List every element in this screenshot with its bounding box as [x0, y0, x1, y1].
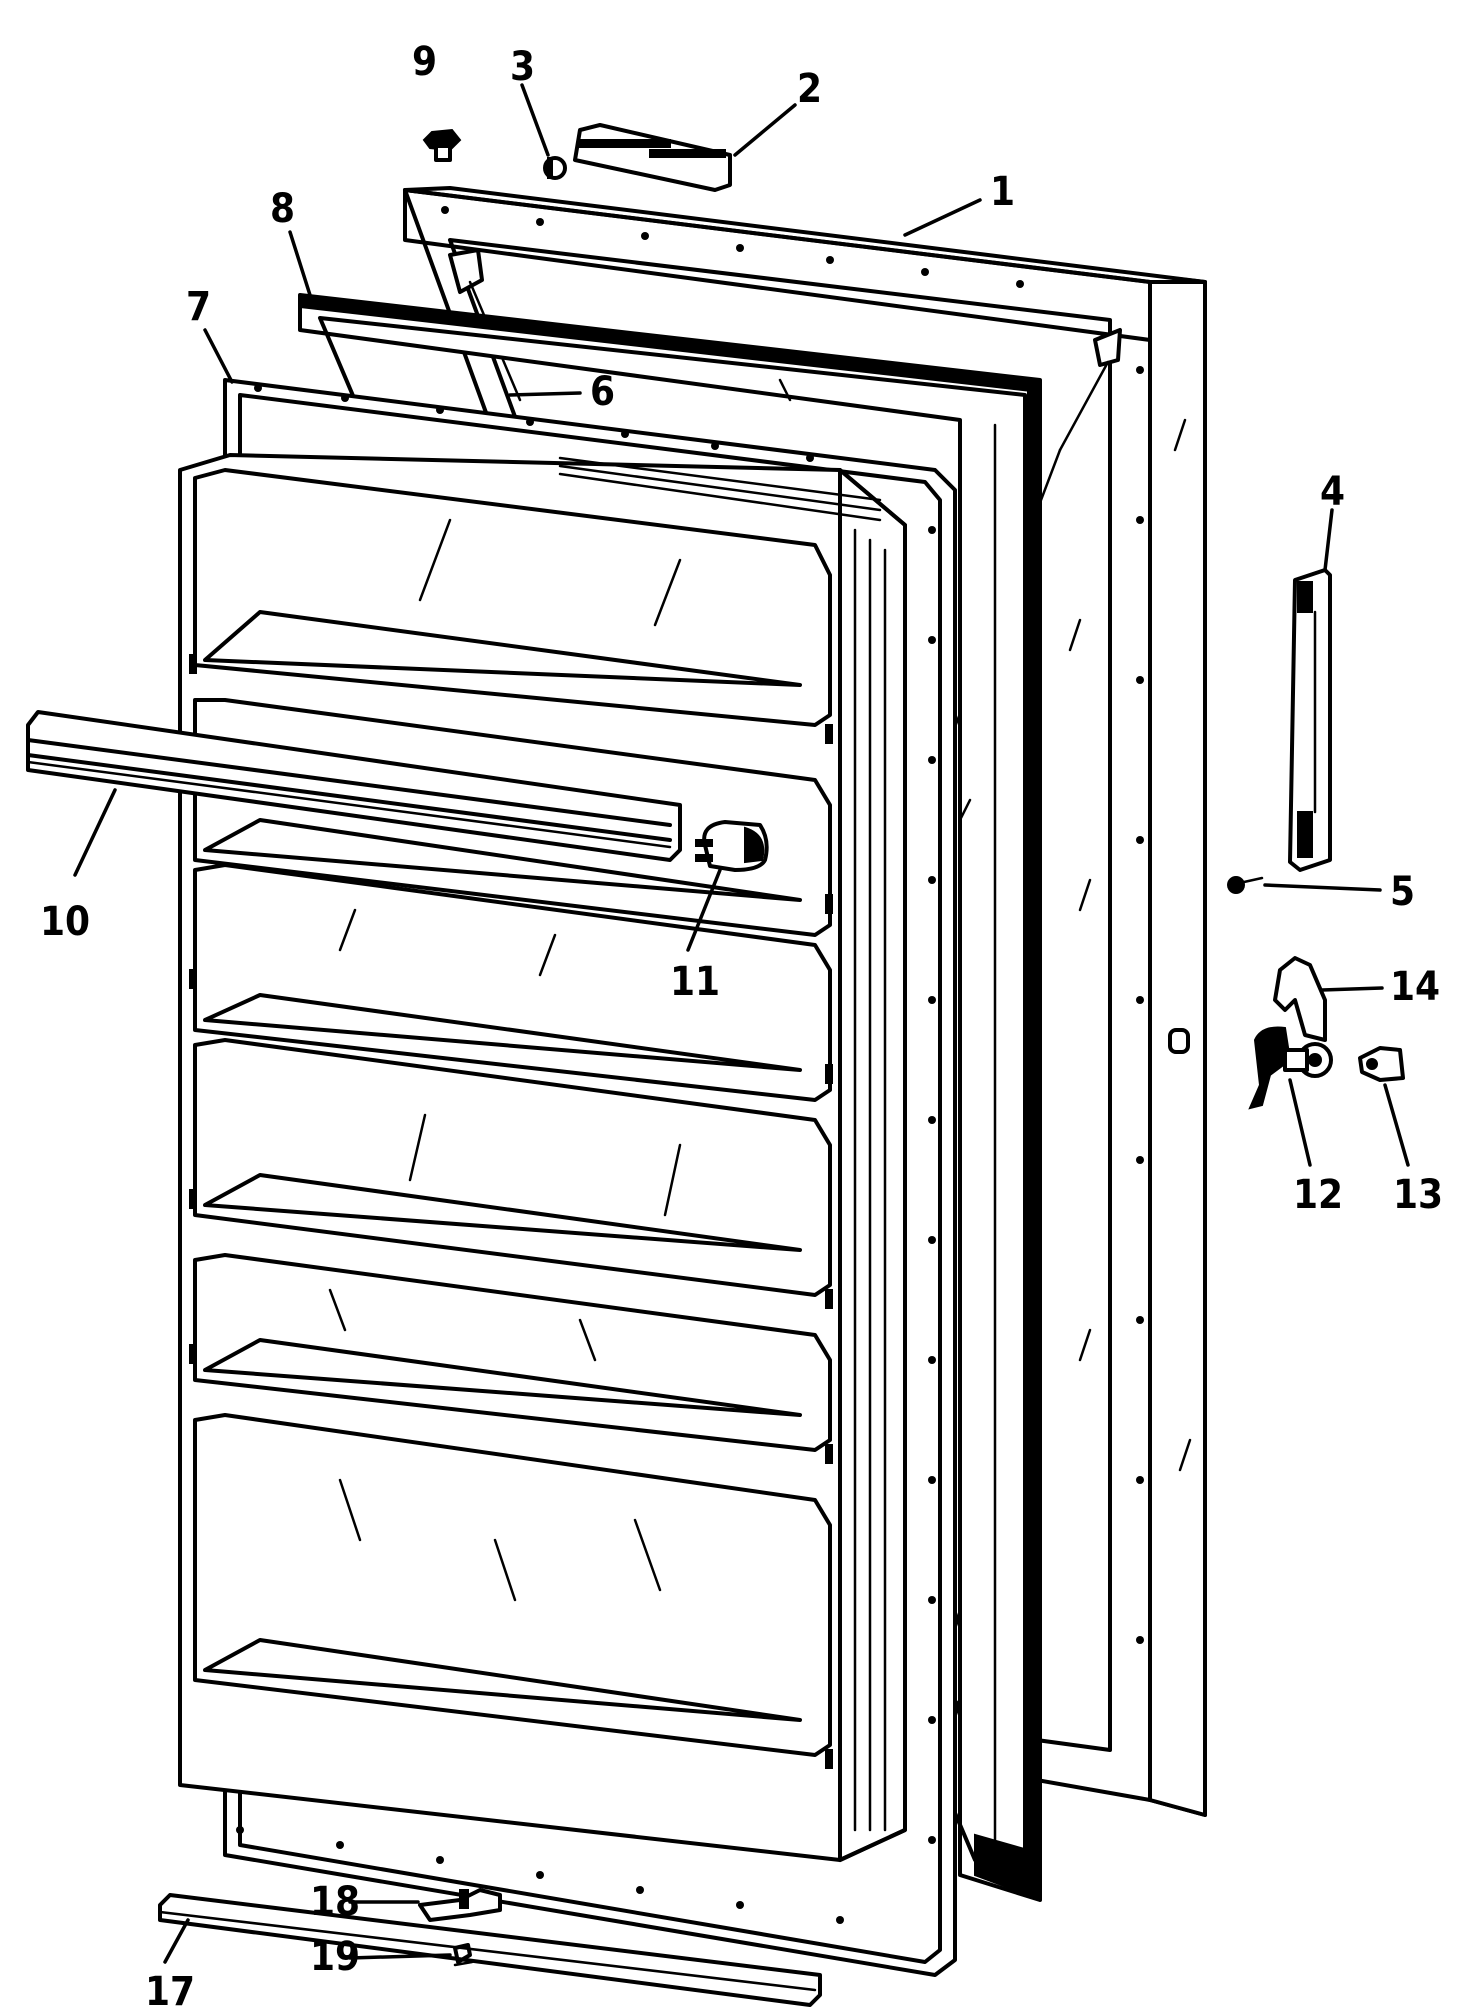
top-hinge-bracket: [573, 123, 732, 192]
callout-5: 5: [1263, 869, 1415, 915]
callout-12: 12: [1288, 1078, 1343, 1218]
callout-17: 17: [145, 1918, 195, 2015]
shelf-bin-6: [193, 1413, 832, 1757]
shelf-bin-2: [193, 698, 832, 937]
callout-8: 8: [270, 186, 312, 297]
callout-label-4: 4: [1320, 469, 1345, 515]
handle-screw: [1227, 876, 1264, 894]
callout-3: 3: [510, 44, 550, 157]
door-liner-shelves: [178, 453, 907, 1862]
door-gasket: [298, 293, 1042, 1902]
bottom-trim-strip: [158, 1893, 822, 2007]
outer-door-panel: [403, 186, 1207, 1817]
shelf-bar: [26, 710, 682, 862]
callout-label-7: 7: [186, 284, 211, 330]
callout-label-12: 12: [1293, 1172, 1343, 1218]
callout-18: 18: [310, 1879, 420, 1925]
callout-label-5: 5: [1390, 869, 1415, 915]
latch-clip: [1273, 956, 1327, 1042]
door-handle: [1288, 568, 1332, 872]
bottom-hinge-pin: [453, 1943, 474, 1967]
callout-14: 14: [1320, 964, 1440, 1010]
callout-label-9: 9: [412, 39, 437, 85]
shelf-bin-4: [193, 1038, 832, 1297]
shelf-bin-5: [193, 1253, 832, 1452]
callout-6: 6: [508, 369, 615, 415]
shelf-bin-1: [193, 468, 832, 727]
hinge-screw: [543, 156, 567, 180]
callout-label-2: 2: [797, 66, 822, 112]
callout-7: 7: [186, 284, 234, 384]
bottom-hinge: [418, 1888, 502, 1922]
latch-keeper: [1358, 1046, 1405, 1082]
callout-11: 11: [670, 868, 722, 1005]
callout-label-13: 13: [1393, 1172, 1443, 1218]
callout-19: 19: [310, 1934, 452, 1980]
callout-label-10: 10: [40, 899, 90, 945]
callout-4: 4: [1320, 469, 1345, 572]
callout-label-14: 14: [1390, 964, 1440, 1010]
callout-label-8: 8: [270, 186, 295, 232]
callout-13: 13: [1383, 1083, 1443, 1218]
callout-label-17: 17: [145, 1969, 195, 2015]
callout-label-1: 1: [990, 169, 1015, 215]
callout-2: 2: [733, 66, 822, 157]
callout-10: 10: [40, 788, 117, 945]
shelf-bin-3: [193, 863, 832, 1102]
shelf-bar-end-cap: [695, 820, 769, 872]
callout-1: 1: [903, 169, 1015, 237]
latch-cam: [1248, 1026, 1333, 1110]
callout-label-11: 11: [670, 959, 720, 1005]
callout-9: 9: [412, 39, 437, 85]
callout-label-6: 6: [590, 369, 615, 415]
callout-label-3: 3: [510, 44, 535, 90]
plug-button: [422, 128, 462, 162]
